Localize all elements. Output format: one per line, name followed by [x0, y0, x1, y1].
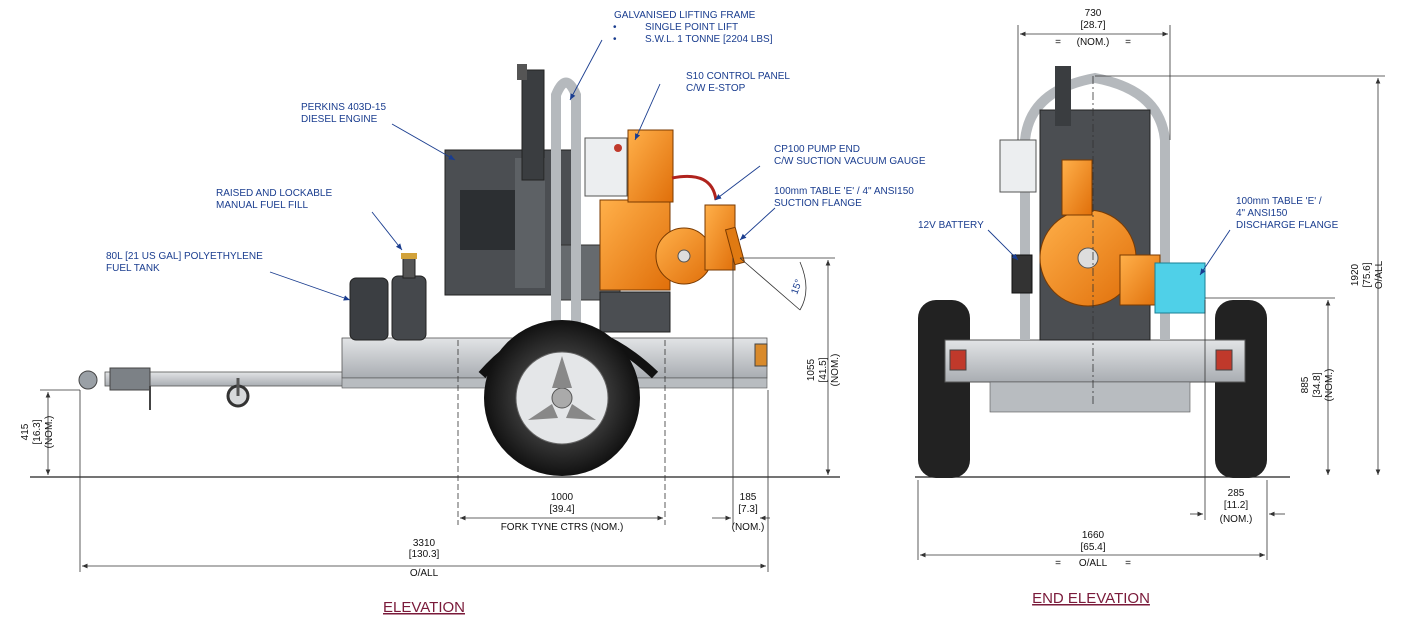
discharge-height-mm: 885: [1300, 376, 1311, 393]
engine-label: PERKINS 403D-15: [301, 102, 386, 113]
hitch-height-mm: 415: [20, 423, 31, 440]
fuel-tank-label: 80L [21 US GAL] POLYETHYLENE: [106, 251, 263, 262]
battery-label: 12V BATTERY: [918, 220, 984, 231]
lifting-frame-swl: S.W.L. 1 TONNE [2204 LBS]: [645, 34, 773, 45]
lifting-frame-bullet-2: •: [613, 34, 617, 45]
overall-length-in: [130.3]: [409, 549, 440, 560]
end-control-panel: [999, 139, 1037, 193]
suction-flange-sub: SUCTION FLANGE: [774, 198, 862, 209]
suction-offset-in: [7.3]: [738, 504, 758, 515]
top-width-note: (NOM.): [1077, 37, 1110, 48]
width-in: [65.4]: [1080, 542, 1105, 553]
drawbar-hitch: [78, 367, 346, 410]
elevation-view: [30, 64, 840, 525]
discharge-offset-in: [11.2]: [1224, 500, 1248, 511]
width-note: O/ALL: [1079, 558, 1108, 569]
top-width-eq-right: =: [1125, 37, 1131, 48]
discharge-flange: [1154, 262, 1206, 314]
discharge-flange-ansi: 4" ANSI150: [1236, 208, 1288, 219]
discharge-height-in: [34.8]: [1312, 372, 1323, 397]
fuel-fill-label: RAISED AND LOCKABLE: [216, 188, 332, 199]
dimension-lines: [40, 25, 1385, 572]
width-mm: 1660: [1082, 530, 1105, 541]
lifting-frame-bullet-1: •: [613, 22, 617, 33]
elevation-title: ELEVATION: [383, 599, 465, 616]
right-tyre: [1215, 300, 1267, 478]
end-lifting-frame: [1020, 72, 1170, 340]
top-width-eq-left: =: [1055, 37, 1061, 48]
fork-tyne-note: FORK TYNE CTRS (NOM.): [501, 522, 624, 533]
fuel-tank: [349, 253, 427, 341]
control-panel-sub: C/W E-STOP: [686, 83, 746, 94]
dimension-texts: 3310 [130.3] O/ALL 1000 [39.4] FORK TYNE…: [20, 8, 1385, 579]
top-width-mm: 730: [1085, 8, 1102, 19]
discharge-height-note: (NOM.): [1324, 369, 1335, 402]
control-panel-label: S10 CONTROL PANEL: [686, 71, 790, 82]
pump-end-label: CP100 PUMP END: [774, 144, 860, 155]
overall-height-note: O/ALL: [1374, 260, 1385, 289]
pump-end: [599, 129, 746, 291]
suction-offset-note: (NOM.): [732, 522, 765, 533]
fuel-tank-sub: FUEL TANK: [106, 263, 160, 274]
fork-tyne-in: [39.4]: [549, 504, 574, 515]
discharge-flange-label: 100mm TABLE 'E' /: [1236, 196, 1322, 207]
left-tyre: [918, 300, 970, 478]
suction-height-note: (NOM.): [830, 354, 841, 387]
hitch-height-note: (NOM.): [44, 416, 55, 449]
pump-end-sub: C/W SUCTION VACUUM GAUGE: [774, 156, 926, 167]
suction-flange-label: 100mm TABLE 'E' / 4" ANSI150: [774, 186, 914, 197]
lifting-frame-single-point: SINGLE POINT LIFT: [645, 22, 738, 33]
discharge-offset-mm: 285: [1228, 488, 1245, 499]
callout-leaders: [269, 39, 1231, 301]
end-chassis: [944, 339, 1246, 383]
width-eq-right: =: [1125, 558, 1131, 569]
elevation-wheel: [484, 320, 640, 476]
end-elevation-title: END ELEVATION: [1032, 590, 1150, 607]
callout-texts: GALVANISED LIFTING FRAME • SINGLE POINT …: [106, 10, 1339, 274]
overall-height-mm: 1920: [1350, 263, 1361, 286]
end-elevation-view: [915, 66, 1290, 478]
overall-height-in: [75.6]: [1362, 262, 1373, 287]
lifting-frame-label: GALVANISED LIFTING FRAME: [614, 10, 756, 21]
engine-sub: DIESEL ENGINE: [301, 114, 378, 125]
suction-offset-mm: 185: [740, 492, 757, 503]
width-eq-left: =: [1055, 558, 1061, 569]
fuel-fill-sub: MANUAL FUEL FILL: [216, 200, 308, 211]
discharge-flange-sub: DISCHARGE FLANGE: [1236, 220, 1339, 231]
suction-height-in: [41.5]: [818, 357, 829, 382]
lifting-frame: [551, 77, 581, 335]
overall-length-mm: 3310: [413, 538, 436, 549]
hitch-height-in: [16.3]: [32, 419, 43, 444]
fork-tyne-mm: 1000: [551, 492, 574, 503]
battery: [1011, 254, 1033, 294]
suction-height-mm: 1055: [806, 358, 817, 381]
discharge-offset-note: (NOM.): [1220, 514, 1253, 525]
angle-label: 15°: [789, 278, 805, 296]
top-width-in: [28.7]: [1080, 20, 1105, 31]
overall-length-note: O/ALL: [410, 568, 439, 579]
